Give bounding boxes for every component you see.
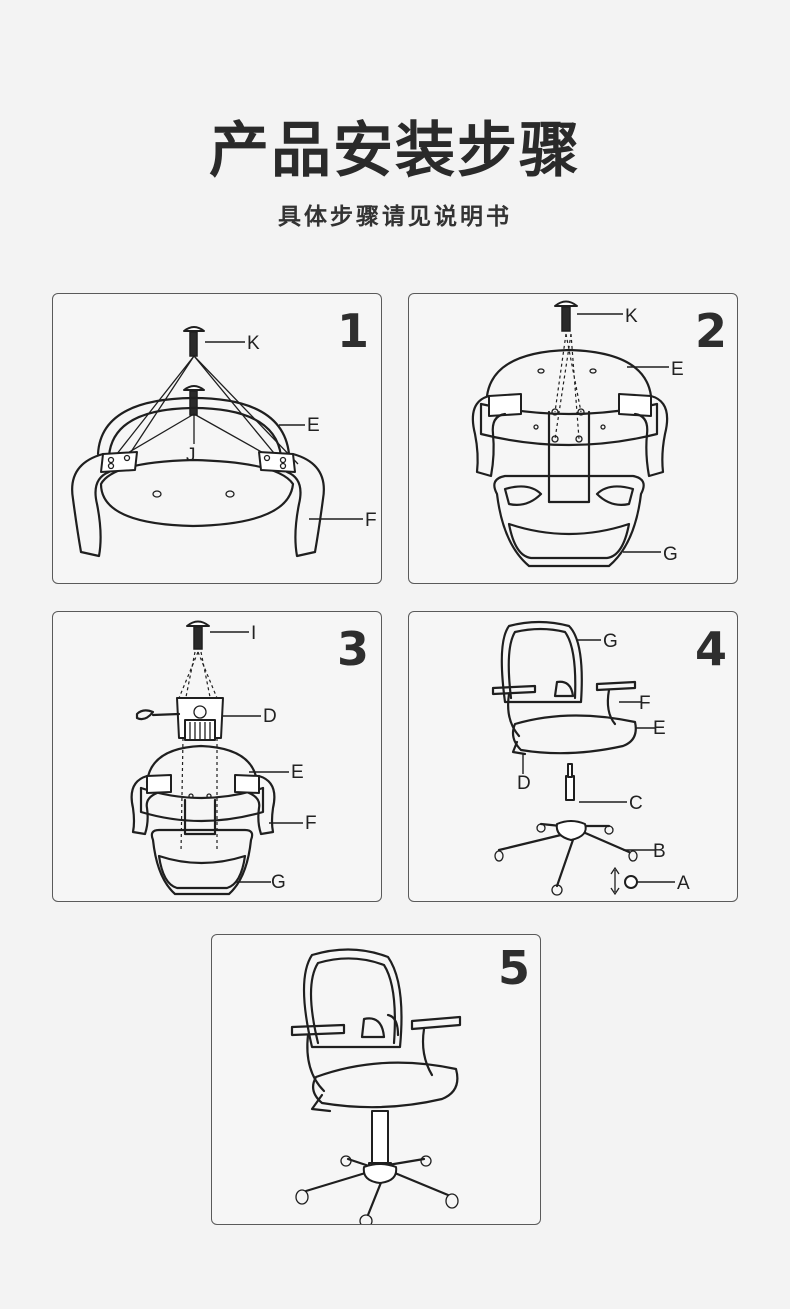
label-b: B [653,841,666,862]
step-4-illustration [491,620,675,896]
label-e: E [291,762,304,783]
label-i: I [251,623,257,644]
label-e: E [307,415,320,436]
step-1-illustration [71,326,363,558]
step-5-illustration [290,948,462,1224]
step-5-panel: 5 [211,934,541,1225]
bolt-j [183,385,205,416]
step-3-panel: 3 I D E F G [52,611,382,902]
step-1-panel: 1 K E J F [52,293,382,584]
label-c: C [629,793,643,814]
label-d: D [517,773,531,794]
step-number: 3 [337,622,370,676]
step-number: 1 [337,304,370,358]
label-k: K [247,333,260,354]
label-g: G [663,544,678,565]
step-3-illustration [130,620,303,896]
bolt-k [183,326,205,357]
label-f: F [305,813,317,834]
label-k: K [625,306,638,327]
label-e: E [653,718,666,739]
step-4-panel: 4 G F E D C B A [408,611,738,902]
bolt-k [554,300,578,332]
step-number: 5 [498,941,531,995]
label-a: A [677,873,690,894]
step-2-illustration [471,300,669,568]
step-number: 4 [695,622,728,676]
label-e: E [671,359,684,380]
label-d: D [263,706,277,727]
label-g: G [603,631,618,652]
step-number: 2 [695,304,728,358]
label-g: G [271,872,286,893]
page-subtitle: 具体步骤请见说明书 [278,204,512,230]
step-2-panel: 2 K E G [408,293,738,584]
label-f: F [365,510,377,531]
bolt-i [186,620,210,650]
page-title: 产品安装步骤 [209,116,581,186]
label-j: J [186,445,196,466]
label-f: F [639,693,651,714]
